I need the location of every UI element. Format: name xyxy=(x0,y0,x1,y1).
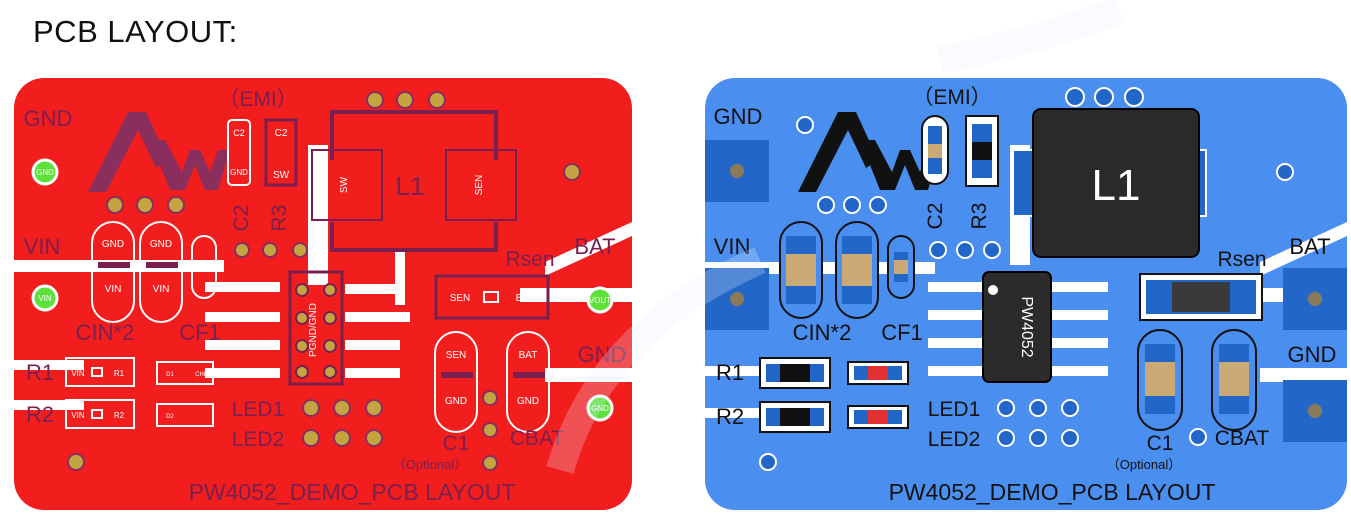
blue-c1-label: C1 xyxy=(1147,432,1174,455)
red-sen-pad-label: SEN xyxy=(474,175,485,196)
svg-text:C2: C2 xyxy=(275,128,288,139)
red-r1-r2-leds xyxy=(65,357,214,429)
red-vias xyxy=(67,91,581,471)
red-test-points: GND VIN VOUT GND xyxy=(31,158,614,422)
blue-footer-title: PW4052_DEMO_PCB LAYOUT xyxy=(889,479,1216,505)
svg-text:STDBY: STDBY xyxy=(248,370,272,377)
blue-optional-label: （Optional） xyxy=(1107,457,1181,472)
red-footer-title: PW4052_DEMO_PCB LAYOUT xyxy=(189,479,516,505)
red-c1-cbat xyxy=(434,331,550,433)
blue-r1-r2-leds xyxy=(759,357,909,433)
blue-cin-capacitors xyxy=(779,221,915,319)
blue-ic xyxy=(982,271,1052,383)
blue-gnd-right-label: GND xyxy=(1288,342,1337,367)
svg-text:C2: C2 xyxy=(233,128,245,138)
red-vin-label: VIN xyxy=(24,234,61,259)
svg-text:SW: SW xyxy=(372,286,384,293)
svg-text:GND: GND xyxy=(102,239,124,250)
svg-text:NC: NC xyxy=(373,370,383,377)
svg-text:VIN: VIN xyxy=(105,284,122,295)
svg-text:GND: GND xyxy=(230,168,248,177)
red-inductor-l1 xyxy=(311,110,517,252)
red-rsen-label: Rsen xyxy=(505,248,554,271)
blue-cf1-label: CF1 xyxy=(881,320,923,345)
red-led2-label: LED2 xyxy=(232,428,285,451)
blue-r1-label: R1 xyxy=(716,360,744,385)
red-gnd-right-label: GND xyxy=(578,342,627,367)
blue-bat-label: BAT xyxy=(1289,234,1330,259)
blue-vin-label: VIN xyxy=(714,234,751,259)
red-cf1-label: CF1 xyxy=(179,320,221,345)
svg-text:SW: SW xyxy=(273,170,290,181)
svg-text:D2: D2 xyxy=(166,414,174,420)
red-logo xyxy=(88,112,230,192)
test-point-vin: VIN xyxy=(38,294,52,303)
svg-text:BAT: BAT xyxy=(516,293,535,304)
blue-led1-label: LED1 xyxy=(928,398,981,421)
page-title: PCB LAYOUT: xyxy=(33,14,238,49)
svg-text:GND: GND xyxy=(445,396,467,407)
blue-emi-label: （EMI） xyxy=(912,86,991,109)
red-l1-label: L1 xyxy=(396,171,425,201)
blue-rsen-label: Rsen xyxy=(1217,248,1266,271)
red-c1-label: C1 xyxy=(443,432,470,455)
red-gnd-top-label: GND xyxy=(24,106,73,131)
blue-led2-label: LED2 xyxy=(928,428,981,451)
svg-text:R2: R2 xyxy=(114,411,125,420)
red-ic-label: PGND/GND xyxy=(308,303,319,357)
svg-text:CHRG: CHRG xyxy=(195,372,213,378)
svg-text:VIN: VIN xyxy=(71,369,85,378)
svg-text:SEN: SEN xyxy=(446,350,467,361)
svg-text:VIN: VIN xyxy=(254,315,266,322)
blue-gnd-top-label: GND xyxy=(714,104,763,129)
svg-text:GND: GND xyxy=(150,239,172,250)
blue-cin-label: CIN*2 xyxy=(793,320,852,345)
red-c2-label: C2 xyxy=(230,205,253,232)
red-pcb-board: GND VIN VOUT GND L1 SW SEN （EMI） C2 GND … xyxy=(14,78,632,510)
test-point-gnd: GND xyxy=(36,168,54,177)
red-r3-label: R3 xyxy=(268,205,291,232)
blue-terminal-pads xyxy=(705,140,1347,442)
blue-r3-label: R3 xyxy=(968,203,991,230)
blue-c1-cbat xyxy=(1137,329,1257,431)
svg-text:BAT: BAT xyxy=(371,342,385,349)
blue-cbat-label: CBAT xyxy=(1215,427,1270,450)
blue-logo xyxy=(798,112,940,192)
blue-pcb-board: L1 （EMI） C2 R3 CIN*2 CF1 PW4052 Rsen xyxy=(705,78,1347,510)
svg-text:D1: D1 xyxy=(166,372,174,378)
red-rsen-outline xyxy=(434,274,550,320)
red-ic: PGND/GND GND VIN CHRG STDBY SW SEN BAT N… xyxy=(248,270,385,386)
test-point-vout: VOUT xyxy=(589,296,611,305)
red-emi-label: （EMI） xyxy=(218,88,297,111)
svg-text:GND: GND xyxy=(252,286,268,293)
svg-text:VIN: VIN xyxy=(153,284,170,295)
blue-c2-label: C2 xyxy=(924,203,947,230)
red-cin-label: CIN*2 xyxy=(76,320,135,345)
blue-l1-label: L1 xyxy=(1092,161,1141,210)
svg-text:CHRG: CHRG xyxy=(250,342,271,349)
red-led1-label: LED1 xyxy=(232,398,285,421)
red-bat-label: BAT xyxy=(574,234,615,259)
svg-text:SEN: SEN xyxy=(450,293,471,304)
svg-text:GND: GND xyxy=(517,396,539,407)
red-sw-pad-label: SW xyxy=(339,176,350,193)
red-optional-label: （Optional） xyxy=(393,457,467,472)
red-cbat-label: CBAT xyxy=(510,427,565,450)
blue-inductor-l1 xyxy=(1012,108,1207,258)
red-r1-label: R1 xyxy=(26,360,54,385)
svg-text:BAT: BAT xyxy=(519,350,538,361)
svg-text:VIN: VIN xyxy=(71,411,85,420)
svg-text:SEN: SEN xyxy=(371,315,385,322)
blue-vias xyxy=(759,87,1294,471)
red-cin-capacitors xyxy=(91,221,217,323)
blue-ic-label: PW4052 xyxy=(1018,296,1035,357)
svg-text:R1: R1 xyxy=(114,369,125,378)
blue-r2-label: R2 xyxy=(716,404,744,429)
test-point-gnd-2: GND xyxy=(591,404,609,413)
red-r2-label: R2 xyxy=(26,402,54,427)
